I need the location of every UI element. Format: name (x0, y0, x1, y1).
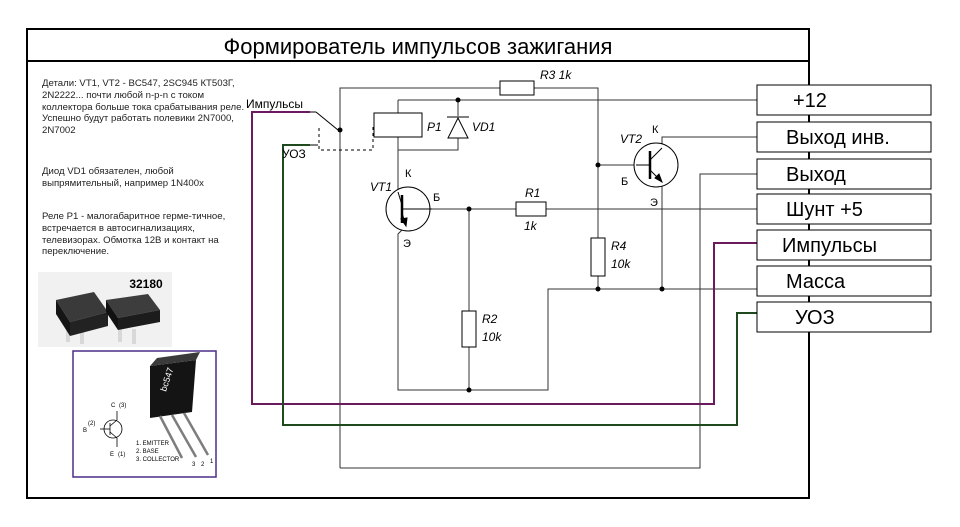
to92-package-drawing: bc547 3 2 1 (150, 352, 214, 468)
vt1-emitter-label: Э (403, 238, 411, 250)
resistor-r3 (499, 80, 535, 96)
vt2-base-label: Б (621, 176, 628, 188)
resistor-r2 (461, 310, 477, 348)
note-parts: Детали: VT1, VT2 - BC547, 2SC945 КТ503Г,… (42, 78, 245, 137)
note-diode: Диод VD1 обязателен, любой выпрямительны… (42, 166, 204, 189)
r4-label: R4 (611, 239, 627, 253)
pin-legend-emitter: 1. EMITTER (136, 441, 170, 447)
lead-number-2: 2 (201, 462, 205, 468)
r2-label: R2 (482, 312, 498, 326)
terminal-label-shunt: Шунт +5 (786, 199, 863, 221)
terminal-label-inverted-output: Выход инв. (786, 127, 890, 149)
terminal-box-pulses (756, 229, 932, 261)
transistor-vt2 (633, 142, 679, 188)
relay-coil-p1 (373, 112, 423, 138)
pinout-c-num: (3) (119, 403, 126, 409)
note-relay: Реле Р1 - малогабаритное герме-тичное, в… (42, 211, 226, 258)
terminal-box-shunt (756, 193, 932, 225)
junction-dots (337, 97, 665, 393)
terminal-label-uoz: УОЗ (795, 307, 835, 329)
r2-value: 10k (482, 330, 502, 344)
terminal-box-uoz (756, 301, 932, 333)
terminal-label-output: Выход (786, 164, 846, 186)
switch-label-pulses: Импульсы (246, 97, 303, 111)
r3-label: R3 1k (540, 68, 572, 82)
transistor-pinout-figure: C (3) (2) B E (1) bc547 3 2 1 1. EMITTER… (72, 350, 217, 478)
pin-legend-collector: 3. COLLECTOR (136, 457, 180, 463)
relay-notes: Реле Р1 - малогабаритное герме-тичное, в… (42, 211, 247, 258)
pinout-b-label: B (83, 428, 87, 434)
relay-switch-contact (310, 111, 374, 151)
r1-label: R1 (525, 186, 540, 200)
resistor-r4 (590, 237, 606, 277)
relay-photo: 32180 (38, 272, 172, 347)
parts-notes: Детали: VT1, VT2 - BC547, 2SC945 КТ503Г,… (42, 78, 247, 137)
diode-vd1 (447, 116, 469, 139)
terminal-box-inverted-output (756, 121, 932, 153)
uoz-wire (282, 144, 757, 426)
terminal-box-output (756, 158, 932, 190)
terminal-label-pulses: Импульсы (782, 235, 877, 257)
relay-photo-label: 32180 (129, 277, 163, 291)
schematic-wires (339, 87, 757, 469)
page-title: Формирователь импульсов зажигания (224, 34, 613, 59)
vt1-label: VT1 (370, 180, 392, 194)
vt1-collector-label: К (405, 168, 412, 180)
pinout-b-num: (2) (88, 421, 95, 427)
outer-frame (26, 28, 810, 499)
terminal-label-plus12: +12 (793, 90, 827, 112)
lead-number-3: 3 (192, 462, 196, 468)
transistor-vt1 (385, 186, 432, 232)
pin-legend-base: 2. BASE (136, 449, 159, 455)
vt2-label: VT2 (620, 132, 642, 146)
pulses-wire (251, 111, 757, 405)
terminal-block: +12 Выход инв. Выход Шунт +5 Импульсы Ма… (756, 84, 932, 333)
pinout-e-num: (1) (118, 452, 125, 458)
lead-number-1: 1 (210, 459, 214, 465)
vt2-collector-label: К (652, 124, 659, 136)
terminal-box-plus12 (756, 84, 932, 116)
r1-value: 1k (524, 219, 538, 233)
r4-value: 10k (611, 257, 631, 271)
switch-label-uoz: УОЗ (282, 147, 306, 161)
terminal-label-ground: Масса (786, 271, 846, 293)
vt1-base-label: Б (433, 192, 440, 204)
terminal-box-ground (756, 265, 932, 297)
resistor-r1 (515, 201, 547, 217)
vt2-emitter-label: Э (650, 197, 658, 209)
diode-notes: Диод VD1 обязателен, любой выпрямительны… (42, 166, 247, 190)
vd1-label: VD1 (472, 120, 495, 134)
pinout-e-label: E (110, 452, 114, 458)
p1-label: P1 (427, 120, 442, 134)
pinout-c-label: C (111, 403, 116, 409)
